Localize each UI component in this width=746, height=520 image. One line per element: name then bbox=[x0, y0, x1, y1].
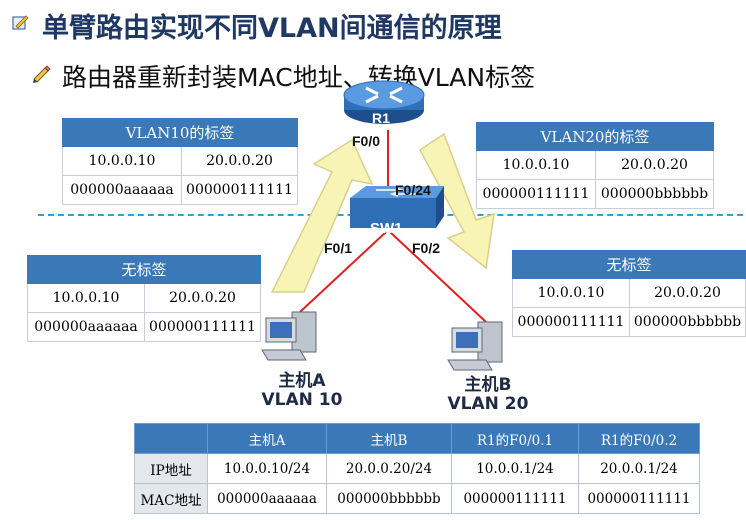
address-cell: 000000111111 bbox=[578, 483, 700, 514]
untagged-left-mac-src: 000000aaaaaa bbox=[27, 312, 145, 342]
untagged-right-mac-src: 000000111111 bbox=[512, 307, 630, 337]
vlan10-ip-dst: 20.0.0.20 bbox=[181, 146, 298, 176]
address-cell: 000000aaaaaa bbox=[207, 483, 327, 514]
untagged-left-ip-src: 10.0.0.10 bbox=[27, 283, 145, 313]
host-a-name: 主机A bbox=[278, 371, 326, 391]
slide-bullet-icon bbox=[12, 15, 29, 30]
table-row: MAC地址 000000aaaaaa 000000bbbbbb 00000011… bbox=[134, 483, 700, 514]
address-header-r1-sub1: R1的F0/0.1 bbox=[451, 423, 579, 454]
host-a-vlan: VLAN 10 bbox=[261, 390, 343, 410]
address-table: 主机A 主机B R1的F0/0.1 R1的F0/0.2 IP地址 10.0.0.… bbox=[134, 423, 700, 514]
host-b-name: 主机B bbox=[464, 375, 512, 395]
address-header-host-b: 主机B bbox=[326, 423, 452, 454]
address-cell: 20.0.0.20/24 bbox=[326, 453, 452, 484]
router-label: R1 bbox=[372, 110, 390, 126]
port-sw1-f0-24: F0/24 bbox=[395, 182, 431, 198]
address-cell: 000000111111 bbox=[451, 483, 579, 514]
untagged-right-ip-dst: 20.0.0.20 bbox=[629, 278, 746, 308]
host-b-label: 主机B VLAN 20 bbox=[442, 376, 534, 414]
address-cell: 20.0.0.1/24 bbox=[578, 453, 700, 484]
router-r1-icon bbox=[343, 80, 425, 124]
vlan10-mac-src: 000000aaaaaa bbox=[62, 175, 182, 205]
vlan10-mac-dst: 000000111111 bbox=[181, 175, 298, 205]
untagged-right-ip-src: 10.0.0.10 bbox=[512, 278, 630, 308]
vlan20-mac-src: 000000111111 bbox=[476, 179, 596, 209]
upstream-arrow bbox=[270, 138, 374, 293]
link-sw1-host-b bbox=[389, 231, 487, 323]
address-header-blank bbox=[134, 423, 208, 454]
vlan20-mac-dst: 000000bbbbbb bbox=[595, 179, 714, 209]
downstream-arrow bbox=[419, 132, 495, 270]
untagged-left-mac-dst: 000000111111 bbox=[144, 312, 261, 342]
vlan10-ip-src: 10.0.0.10 bbox=[62, 146, 182, 176]
host-b-vlan: VLAN 20 bbox=[447, 394, 529, 414]
port-sw1-f0-2: F0/2 bbox=[412, 240, 441, 256]
address-header-host-a: 主机A bbox=[207, 423, 327, 454]
port-sw1-f0-1: F0/1 bbox=[324, 240, 353, 256]
port-r1-f0-0: F0/0 bbox=[352, 133, 381, 149]
link-sw1-host-a bbox=[299, 231, 387, 313]
untagged-right-header: 无标签 bbox=[512, 250, 746, 279]
address-row-label-ip: IP地址 bbox=[134, 453, 208, 484]
vlan20-ip-src: 10.0.0.10 bbox=[476, 150, 596, 180]
address-header-r1-sub2: R1的F0/0.2 bbox=[578, 423, 700, 454]
host-a-icon bbox=[261, 311, 317, 361]
untagged-right-mac-dst: 000000bbbbbb bbox=[629, 307, 746, 337]
pencil-icon bbox=[33, 65, 51, 83]
vlan20-tag-header: VLAN20的标签 bbox=[476, 122, 714, 151]
switch-label: SW1 bbox=[370, 220, 403, 237]
untagged-left-ip-dst: 20.0.0.20 bbox=[144, 283, 261, 313]
switch-sw1-icon bbox=[350, 186, 444, 228]
slide-subtitle: 路由器重新封装MAC地址、转换VLAN标签 bbox=[62, 63, 536, 92]
table-row: IP地址 10.0.0.10/24 20.0.0.20/24 10.0.0.1/… bbox=[134, 453, 700, 484]
slide-title: 单臂路由实现不同VLAN间通信的原理 bbox=[42, 13, 502, 44]
address-cell: 000000bbbbbb bbox=[326, 483, 452, 514]
vlan10-tag-header: VLAN10的标签 bbox=[62, 118, 298, 147]
address-row-label-mac: MAC地址 bbox=[134, 483, 208, 514]
host-a-label: 主机A VLAN 10 bbox=[256, 372, 348, 410]
host-b-icon bbox=[447, 321, 503, 371]
vlan20-ip-dst: 20.0.0.20 bbox=[595, 150, 714, 180]
address-table-header-row: 主机A 主机B R1的F0/0.1 R1的F0/0.2 bbox=[134, 423, 700, 454]
address-cell: 10.0.0.1/24 bbox=[451, 453, 579, 484]
address-cell: 10.0.0.10/24 bbox=[207, 453, 327, 484]
untagged-left-header: 无标签 bbox=[27, 255, 261, 284]
